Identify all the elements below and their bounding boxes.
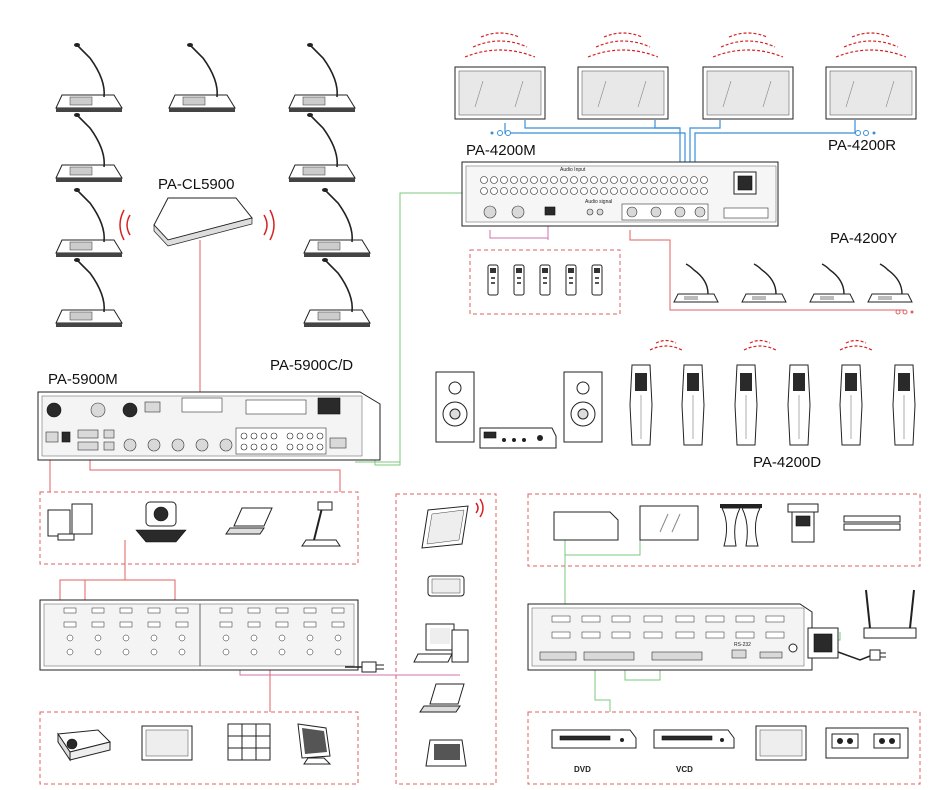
amplifier-icon xyxy=(479,427,557,449)
lift-icon xyxy=(787,503,819,543)
controlled-device-box xyxy=(527,493,921,567)
audio-signal-text: Audio signal xyxy=(585,199,612,205)
central-control-unit: RS-232 xyxy=(527,603,813,671)
cassette-deck-icon xyxy=(825,727,909,759)
wireless-mic-receiver-icon xyxy=(629,339,916,446)
ptz-camera-icon xyxy=(135,501,187,543)
projection-screen-icon xyxy=(553,505,699,541)
rs232-text: RS-232 xyxy=(734,642,751,648)
matrix-switcher-unit xyxy=(39,599,359,671)
wireless-router-icon xyxy=(119,197,275,247)
laptop-icon xyxy=(419,683,465,713)
pa-5900m-label: PA-5900M xyxy=(48,371,118,388)
display-icon xyxy=(141,725,193,761)
document-camera-icon xyxy=(301,501,341,547)
projector-icon xyxy=(57,729,111,762)
vcd-label: VCD xyxy=(676,765,693,774)
desktop-computer-icon xyxy=(413,623,469,663)
pa-cl5900-label: PA-CL5900 xyxy=(158,176,234,193)
line-array-speaker-icon xyxy=(454,32,917,120)
vcd-player-icon xyxy=(653,729,735,749)
monitor-icon xyxy=(755,725,807,761)
power-plug-icon xyxy=(345,661,384,673)
curtain-icon xyxy=(720,504,762,547)
antenna-icon xyxy=(863,589,917,639)
monitor-icon xyxy=(297,723,332,765)
power-plug-icon xyxy=(807,627,886,661)
delegate-microphone-icon xyxy=(673,263,913,303)
pa-4200m-label: PA-4200M xyxy=(466,142,536,159)
pa-4200y-label: PA-4200Y xyxy=(830,230,897,247)
bookshelf-speaker-icon xyxy=(435,371,603,443)
audio-input-text: Audio Input xyxy=(560,167,586,173)
handheld-receiver-icon xyxy=(487,264,603,296)
dvd-player-icon xyxy=(551,729,637,749)
pa-4200r-label: PA-4200R xyxy=(828,137,896,154)
pa-4200d-label: PA-4200D xyxy=(753,454,821,471)
speaker-terminals xyxy=(490,130,876,136)
smartphone-icon xyxy=(427,575,465,597)
pa-4200m-unit: Audio Input Audio signal xyxy=(461,161,779,227)
video-wall-icon xyxy=(227,723,271,761)
source-device-box xyxy=(39,491,359,565)
pa-5900cd-label: PA-5900C/D xyxy=(270,357,353,374)
touch-panel-icon xyxy=(425,739,467,767)
display-device-box xyxy=(39,711,359,785)
laptop-icon xyxy=(225,507,273,535)
tablet-icon xyxy=(421,498,484,549)
pa-5900m-unit xyxy=(37,391,381,461)
chain-terminals xyxy=(895,309,914,315)
desktop-computer-icon xyxy=(47,503,93,541)
handheld-box xyxy=(469,249,621,315)
mobile-device-box xyxy=(395,493,497,785)
dvd-label: DVD xyxy=(574,765,591,774)
light-bar-icon xyxy=(843,515,901,531)
av-source-box xyxy=(527,711,921,785)
